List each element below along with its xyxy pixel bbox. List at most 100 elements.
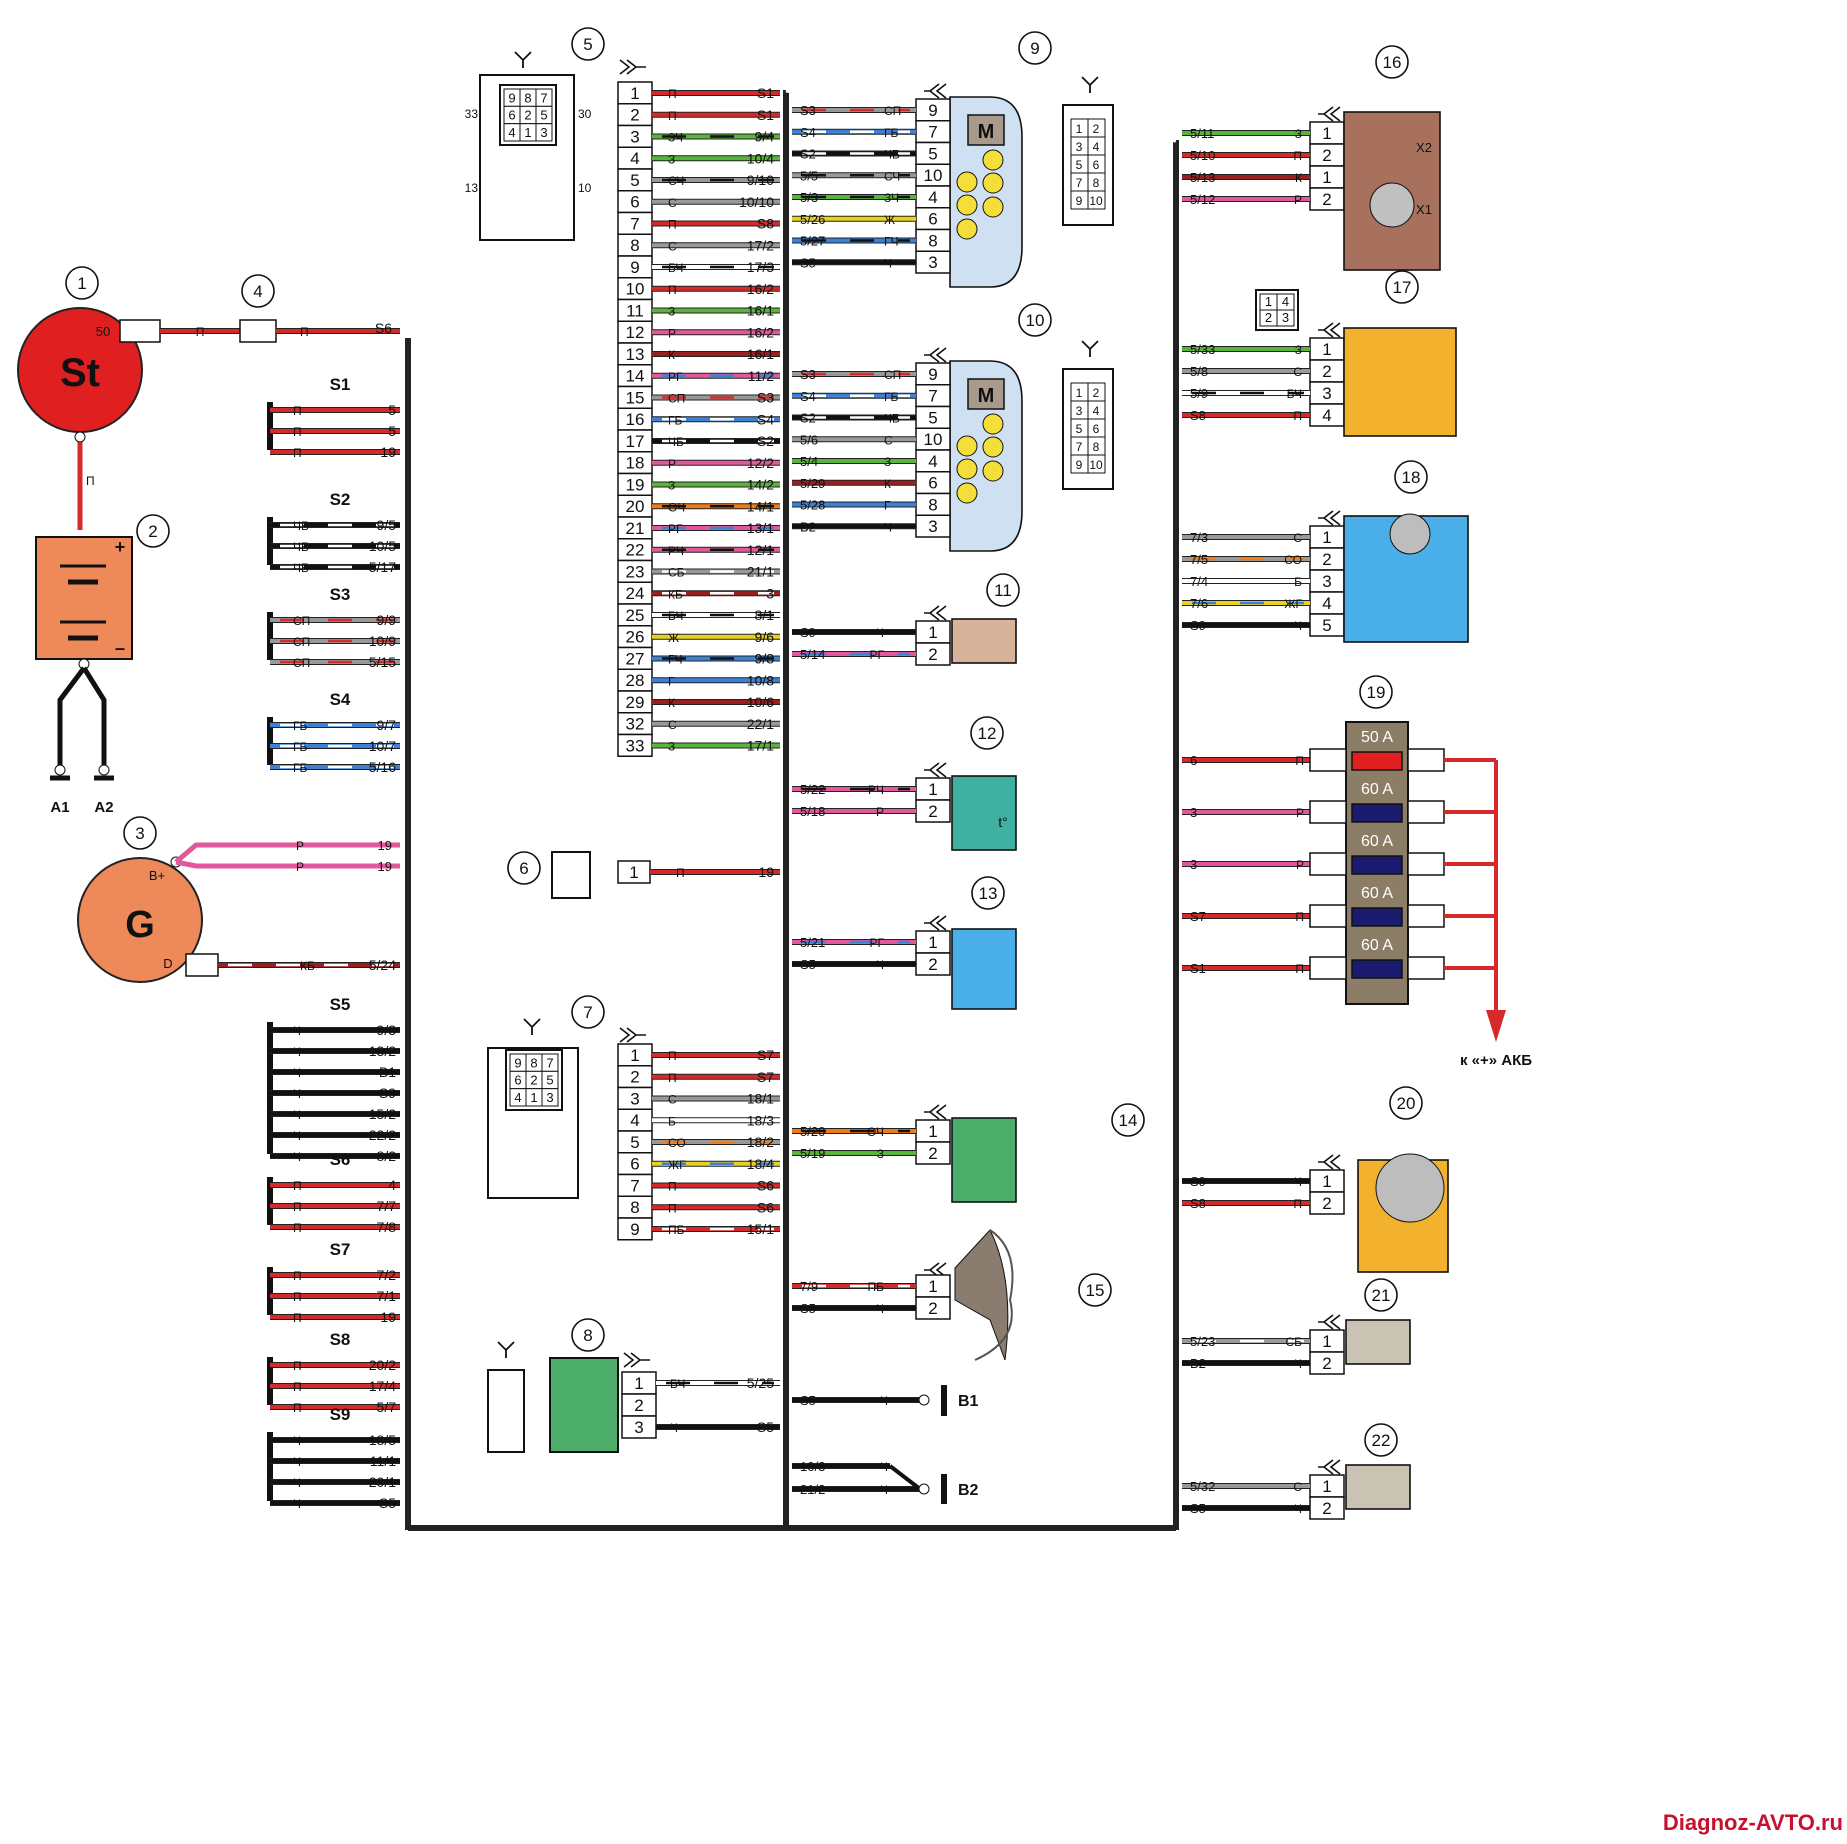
- callout-block13: [971, 876, 1005, 910]
- wire-src: 5/23: [1190, 1334, 1215, 1349]
- wire-src: 7/5: [1190, 552, 1208, 567]
- wire-dest: S3: [757, 390, 774, 406]
- wire-code: П: [196, 325, 205, 339]
- callout-8: [571, 1318, 605, 1352]
- connector-side-label: 30: [578, 107, 592, 121]
- pin-number: 11: [626, 301, 644, 320]
- plug-symbol-icon: [523, 1018, 541, 1035]
- wire-src: 3: [1190, 857, 1197, 872]
- pin-number: 16: [626, 410, 645, 429]
- wire-code: СО: [1284, 553, 1302, 567]
- motor-box: [967, 114, 1005, 146]
- wire-dest: S7: [757, 1069, 774, 1085]
- connector-pin-label: 5: [1076, 422, 1083, 436]
- pin-number: 3: [630, 127, 639, 146]
- connector-pin-label: 5: [546, 1073, 553, 1088]
- wire-dest: 18/2: [747, 1134, 774, 1150]
- connector-pin-label: 1: [524, 125, 531, 140]
- wire-dest: 12/1: [747, 542, 774, 558]
- wire-code: Ч: [293, 1455, 301, 1469]
- wire-code: С: [1293, 531, 1302, 545]
- lamp-icon: [982, 460, 1004, 482]
- wire-code: Г: [668, 674, 675, 688]
- wire-dest: 9/9: [377, 612, 397, 628]
- wire-src: S5: [800, 1301, 816, 1316]
- pin-number: 1: [1322, 124, 1331, 143]
- pin-number: 2: [1322, 190, 1331, 209]
- wire-code: Ч: [293, 1150, 301, 1164]
- wire-code: Р: [668, 326, 676, 340]
- pin-number: 1: [1322, 1477, 1331, 1496]
- connector-symbol-icon: [924, 762, 947, 778]
- wire-src: 5/29: [800, 476, 825, 491]
- callout-number: 5: [583, 35, 592, 54]
- pin-number: 18: [626, 454, 645, 473]
- terminal-block: [1309, 852, 1347, 876]
- connector-pin-label: 2: [1093, 386, 1100, 400]
- wire-code: КБ: [668, 587, 683, 601]
- callout-block10: [1018, 303, 1052, 337]
- wire-code: ЧБ: [884, 148, 900, 162]
- wire-dest: 9/7: [377, 717, 397, 733]
- wire-code: П: [293, 1200, 302, 1214]
- pin-number: 5: [630, 171, 639, 190]
- wire-src: 5/3: [800, 190, 818, 205]
- pin-number: 1: [1322, 340, 1331, 359]
- wire-src: S4: [800, 389, 816, 404]
- pin-number: 1: [928, 780, 937, 799]
- wire-code: С: [668, 1093, 677, 1107]
- pin-number: 3: [630, 1089, 639, 1108]
- fuse-element: [1351, 855, 1403, 875]
- wire-code: ЧБ: [668, 435, 684, 449]
- wire-code: П: [668, 1180, 677, 1194]
- wire-code: П: [1293, 1197, 1302, 1211]
- callout-number: 20: [1397, 1094, 1416, 1113]
- wire-dest: 19: [378, 859, 392, 874]
- connector-pin-label: 9: [1076, 194, 1083, 208]
- wire-gen-2: [175, 859, 400, 869]
- wire-code: З: [668, 740, 675, 754]
- wire-code: СП: [293, 656, 310, 670]
- connector-pin-label: 3: [540, 125, 547, 140]
- callout-number: 14: [1119, 1111, 1138, 1130]
- wire-code: Ч: [108, 721, 115, 733]
- wire-src: 5/22: [800, 782, 825, 797]
- pin-number: 3: [928, 253, 937, 272]
- wire-code: П: [293, 1290, 302, 1304]
- wire-code: П: [293, 446, 302, 460]
- connector-cell: [1087, 454, 1106, 474]
- wire-code: ЧБ: [293, 561, 309, 575]
- lamp-icon: [982, 436, 1004, 458]
- wire-code: Ч: [293, 1045, 301, 1059]
- wire-code: Ч: [670, 1421, 678, 1435]
- wire-dest: 11/2: [748, 368, 774, 384]
- wire-code: З: [668, 305, 675, 319]
- wire-dest: 8/2: [377, 1148, 397, 1164]
- ground-label: A2: [94, 799, 113, 816]
- wire-dest: 5/7: [377, 1399, 397, 1415]
- connector-8-face: [487, 1369, 525, 1453]
- wire-src: S2: [800, 147, 816, 162]
- splice-name: S2: [330, 490, 351, 509]
- wire-code: ГЧ: [884, 235, 899, 249]
- wire-code: СП: [293, 614, 310, 628]
- connector-pin-label: 9: [1076, 458, 1083, 472]
- connector-pin-label: 5: [1076, 158, 1083, 172]
- callout-number: 2: [148, 522, 157, 541]
- wire-dest: S7: [757, 1047, 774, 1063]
- wire-src: S9: [1190, 1174, 1206, 1189]
- wire-code: Ч: [876, 1302, 884, 1316]
- callout-6: [507, 851, 541, 885]
- wire-src: S9: [1190, 618, 1206, 633]
- wire-dest: 5/16: [369, 759, 396, 775]
- connector-pin-label: 8: [530, 1055, 537, 1070]
- wire-code: П: [293, 1359, 302, 1373]
- wire-code: РГ: [869, 648, 884, 662]
- temp-symbol: t°: [998, 814, 1008, 830]
- wire-src: 7/3: [1190, 530, 1208, 545]
- pin-number: 8: [630, 1198, 639, 1217]
- plug-symbol-icon: [1081, 76, 1099, 93]
- pin-number: 9: [630, 258, 639, 277]
- connector-pin-label: 9: [514, 1055, 521, 1070]
- callout-1: [65, 266, 99, 300]
